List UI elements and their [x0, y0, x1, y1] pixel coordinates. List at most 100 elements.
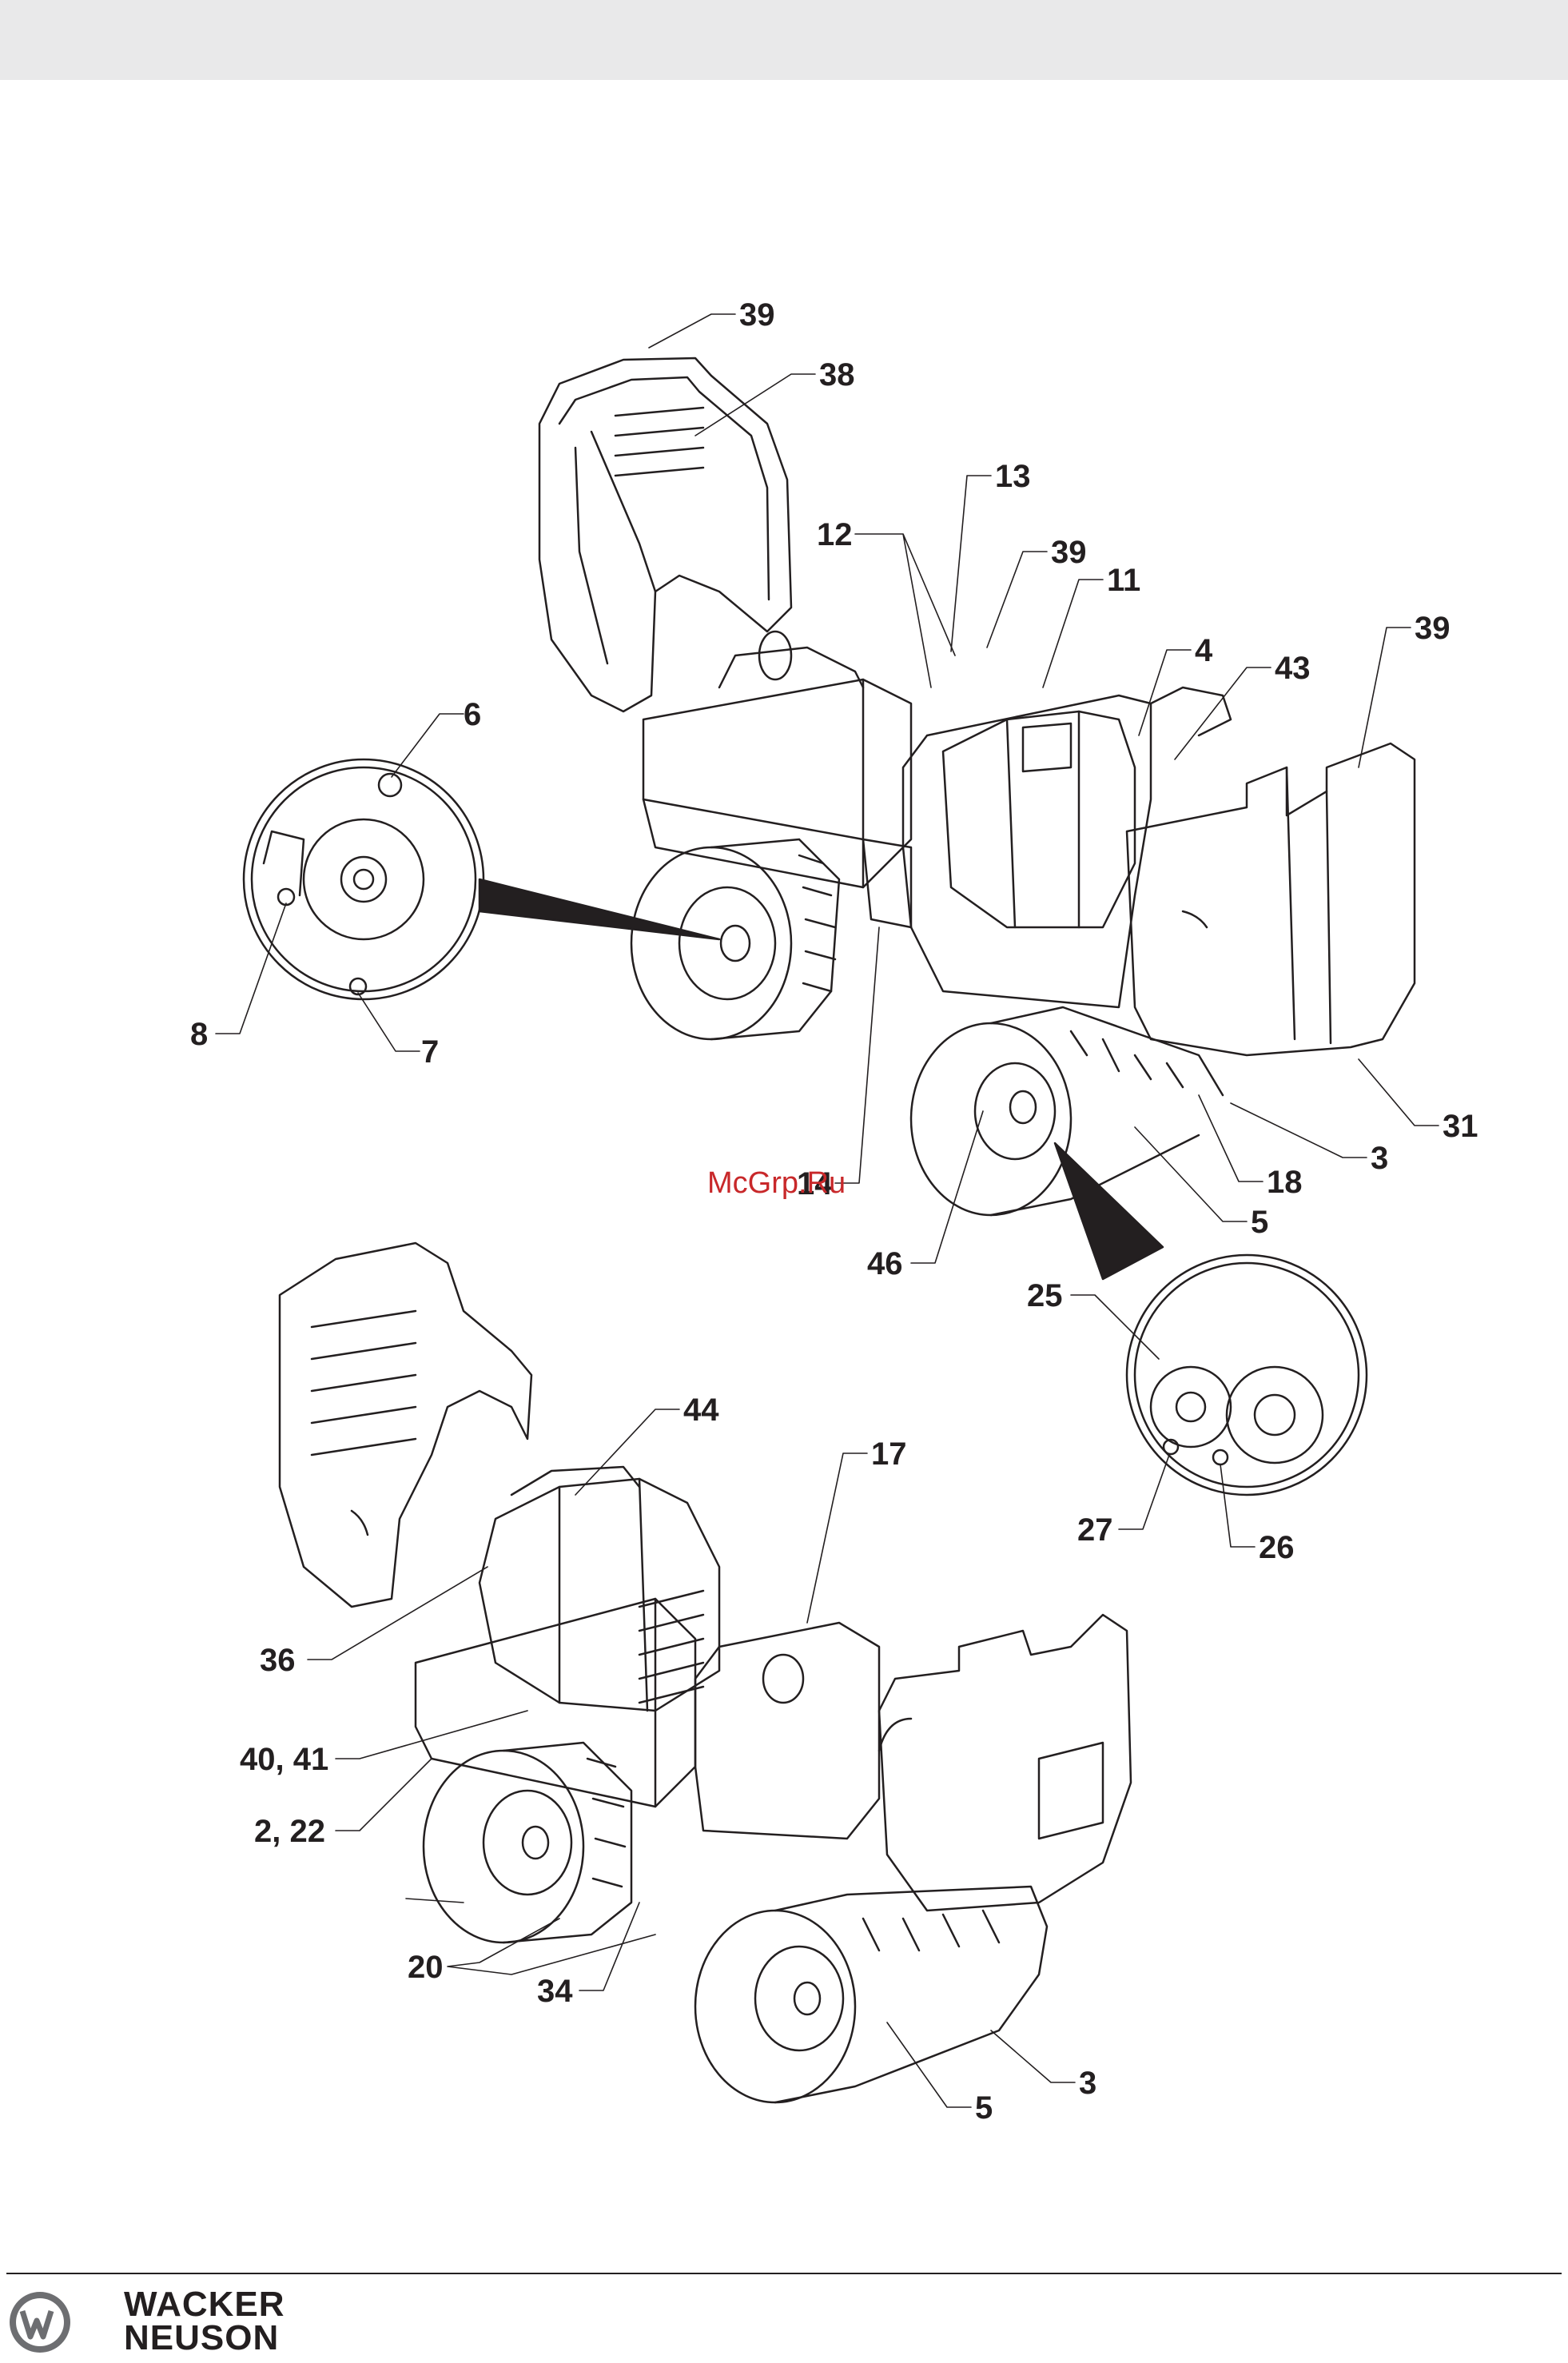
callout-20: 20	[408, 1950, 444, 1985]
leader-6	[392, 714, 464, 777]
front-drum-center	[1010, 1091, 1036, 1123]
leader-39b	[987, 552, 1047, 648]
air-filter	[1023, 723, 1071, 771]
callout-36: 36	[260, 1643, 296, 1678]
leader-27	[1119, 1455, 1169, 1529]
bottom-rear-body	[416, 1599, 695, 1807]
leader-7	[358, 993, 420, 1051]
inset-right-hub-center	[1255, 1395, 1295, 1435]
leader-12	[855, 534, 955, 687]
callout-8: 8	[190, 1017, 208, 1052]
inset-right-pointer	[1055, 1143, 1163, 1279]
callout-40-41: 40, 41	[240, 1742, 328, 1777]
inset-left-inner-ring	[252, 767, 476, 991]
bottom-front-drum-shell	[775, 1887, 1047, 2102]
leader-36	[308, 1567, 488, 1660]
inset-right-hub	[1227, 1367, 1323, 1463]
bottom-rear-drum-face	[424, 1751, 583, 1943]
front-drum-pads	[1071, 1031, 1183, 1087]
front-drum-hub	[975, 1063, 1055, 1159]
leader-11	[1043, 580, 1103, 687]
leader-43	[1175, 667, 1271, 759]
callout-labels: 39 38 13 12 39 11 4 43 39 6 8 7 31 3 18 …	[190, 297, 1478, 2126]
leader-5b	[887, 2022, 971, 2107]
inset-left-bracket	[264, 831, 304, 895]
callout-6: 6	[464, 697, 481, 732]
exhaust-pipe	[1151, 687, 1231, 735]
callout-13: 13	[995, 459, 1031, 494]
leader-13	[951, 476, 991, 652]
footer-rule	[6, 2273, 1562, 2274]
leader-3a	[1231, 1103, 1367, 1158]
bottom-hood-outline	[280, 1243, 531, 1607]
callout-5-top: 5	[1251, 1205, 1268, 1240]
engine-dividers	[1007, 711, 1079, 927]
callout-38: 38	[819, 357, 855, 393]
leader-26	[1220, 1464, 1255, 1547]
bottom-front-drum-pads	[863, 1911, 999, 1951]
engine-block	[943, 711, 1135, 927]
inset-left-hub	[304, 819, 424, 939]
inset-right-drum-detail	[1127, 1255, 1367, 1495]
callout-27: 27	[1077, 1512, 1113, 1548]
front-hood-outline	[1127, 743, 1415, 1055]
bottom-front-vent	[1039, 1743, 1103, 1839]
callout-39-top-center: 39	[1051, 535, 1087, 570]
leader-46	[911, 1111, 983, 1263]
leader-38	[695, 374, 815, 436]
callout-44: 44	[683, 1393, 719, 1428]
bottom-fuel-filter	[763, 1655, 803, 1703]
callout-18: 18	[1267, 1165, 1303, 1200]
leader-14	[835, 927, 879, 1183]
callout-11: 11	[1107, 563, 1140, 598]
leader-5a	[1135, 1127, 1247, 1221]
callout-46: 46	[867, 1246, 903, 1281]
inset-left-outer-ring	[244, 759, 484, 999]
hood-louvres	[615, 408, 703, 476]
inset-left-center-bore	[354, 870, 373, 889]
bottom-engine-dividers	[559, 1479, 647, 1711]
front-body-outline	[903, 695, 1151, 1007]
callout-43: 43	[1275, 651, 1311, 686]
bottom-front-drum-hub	[755, 1947, 843, 2050]
rear-drum-face	[631, 847, 791, 1039]
bottom-rear-drum-center	[523, 1827, 548, 1859]
rear-drum-hub	[679, 887, 775, 999]
leader-39a	[649, 314, 735, 348]
rear-body-outline	[643, 679, 911, 887]
leader-4	[1139, 650, 1191, 735]
callout-5-bottom: 5	[975, 2090, 993, 2126]
callout-7: 7	[421, 1034, 439, 1070]
leader-34	[579, 1903, 639, 1990]
bottom-front-drum-center	[794, 1982, 820, 2014]
inset-right-plate-center	[1176, 1393, 1205, 1421]
callout-12: 12	[817, 517, 853, 552]
front-hood-ribs	[1287, 767, 1331, 1043]
inset-left-center	[341, 857, 386, 902]
leader-3b	[991, 2030, 1075, 2082]
callout-17: 17	[871, 1437, 907, 1472]
inset-left-pointer	[480, 879, 719, 939]
bottom-rear-drum-hub	[484, 1791, 571, 1895]
bottom-front-drum-face	[695, 1911, 855, 2102]
rear-body-crease	[643, 799, 863, 839]
callout-39-top-hood: 39	[739, 297, 775, 333]
callout-4: 4	[1195, 633, 1213, 668]
inset-left-plug-8	[278, 889, 294, 905]
fuel-cap	[759, 632, 791, 679]
callout-2-22: 2, 22	[254, 1814, 325, 1849]
callout-34: 34	[537, 1974, 573, 2009]
bottom-hood-handle	[352, 1511, 368, 1535]
rear-drum-center	[721, 926, 750, 961]
leader-18	[1199, 1095, 1263, 1182]
bottom-hood-louvres	[312, 1311, 416, 1455]
callout-3-bottom: 3	[1079, 2066, 1096, 2101]
leader-17	[807, 1453, 867, 1623]
callout-31: 31	[1443, 1109, 1478, 1144]
brand-wordmark: WACKER NEUSON	[124, 2288, 285, 2355]
callout-3-top: 3	[1371, 1141, 1388, 1176]
leader-2-22	[336, 1759, 432, 1831]
inset-right-plate	[1151, 1367, 1231, 1447]
rear-hood-inner-ribs	[575, 432, 655, 663]
